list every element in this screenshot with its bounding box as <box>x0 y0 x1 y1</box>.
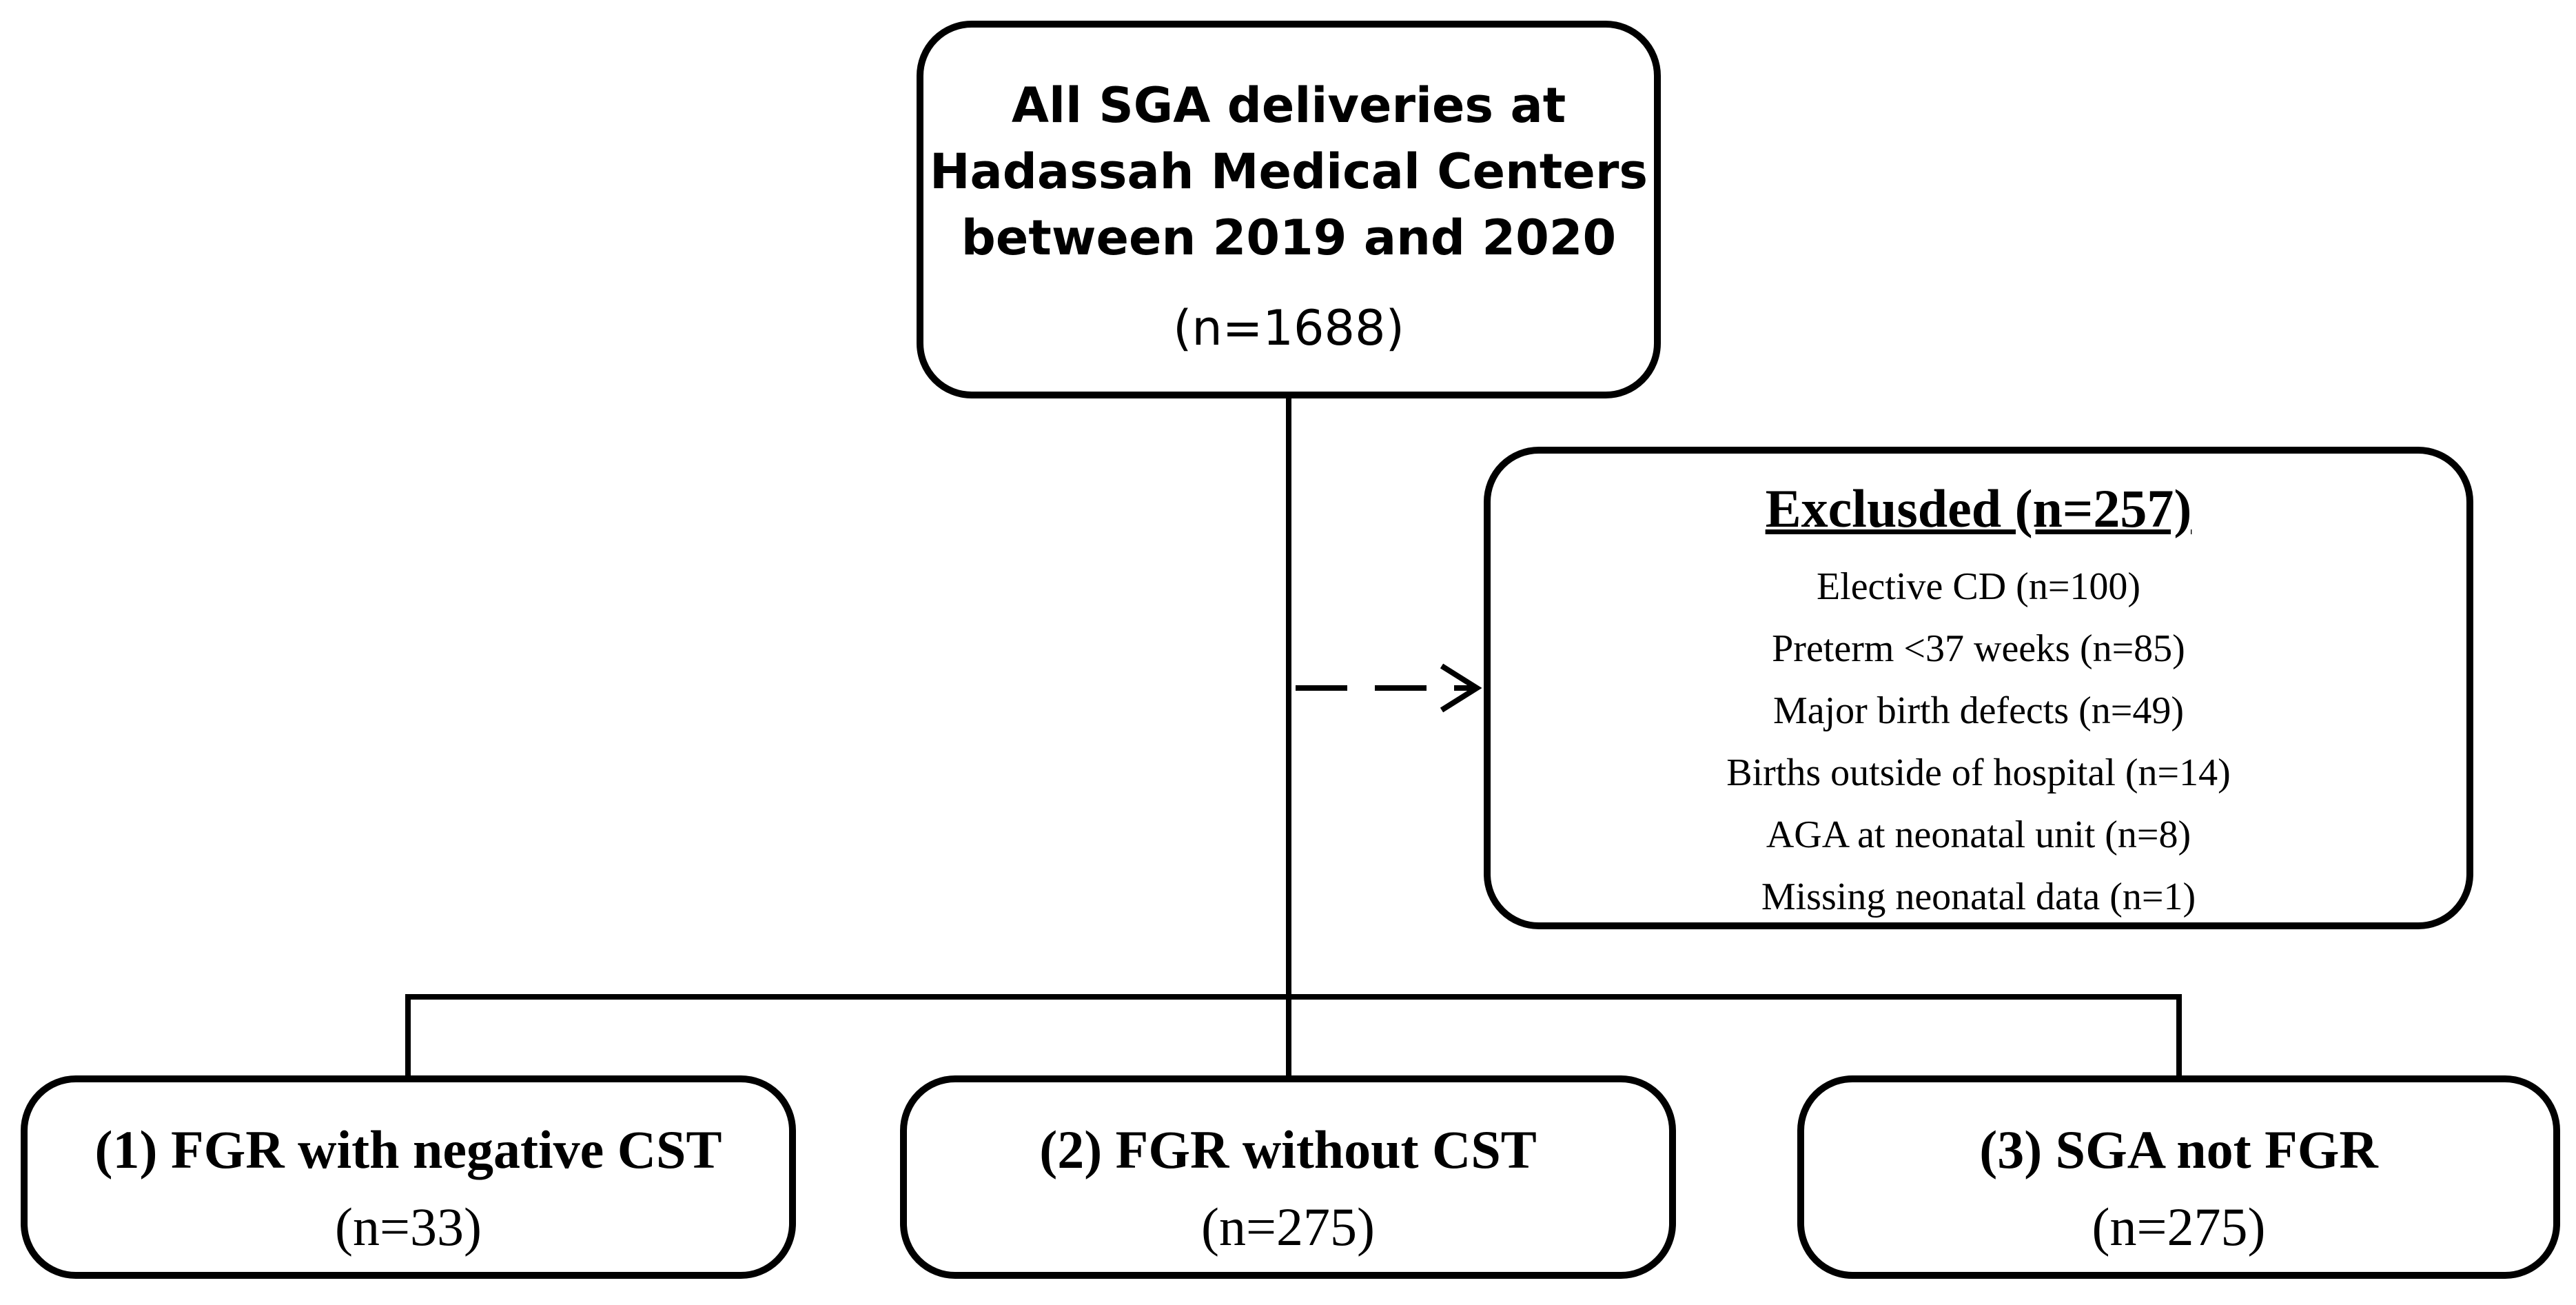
group-2-box: (2) FGR without CST (n=275) <box>900 1075 1676 1279</box>
group-3-label: (3) SGA not FGR <box>1979 1120 2378 1180</box>
group-1-box: (1) FGR with negative CST (n=33) <box>21 1075 796 1279</box>
excluded-title: Exclusded (n=257) <box>1765 478 2192 538</box>
exclusion-reason: AGA at neonatal unit (n=8) <box>1766 813 2191 856</box>
group-3-box: (3) SGA not FGR (n=275) <box>1797 1075 2560 1279</box>
exclusion-reasons-list: Elective CD (n=100) Preterm <37 weeks (n… <box>1491 556 2466 928</box>
exclusion-reason: Births outside of hospital (n=14) <box>1726 751 2231 794</box>
exclusion-arrowhead <box>1440 663 1482 713</box>
exclusion-reason: Elective CD (n=100) <box>1816 565 2141 608</box>
exclusion-reason: Missing neonatal data (n=1) <box>1761 876 2196 918</box>
exclusion-reason: Preterm <37 weeks (n=85) <box>1772 627 2185 670</box>
all-sga-deliveries-count: (n=1688) <box>1173 300 1404 356</box>
excluded-box: Exclusded (n=257) Elective CD (n=100) Pr… <box>1484 447 2473 929</box>
group-2-label: (2) FGR without CST <box>1039 1120 1537 1180</box>
exclusion-reason: Major birth defects (n=49) <box>1772 689 2185 732</box>
all-sga-deliveries-title: All SGA deliveries at Hadassah Medical C… <box>929 77 1648 266</box>
group-1-count: (n=33) <box>335 1197 482 1257</box>
group-2-count: (n=275) <box>1201 1197 1375 1257</box>
group-3-count: (n=275) <box>2092 1197 2266 1257</box>
group-1-label: (1) FGR with negative CST <box>94 1120 722 1180</box>
all-sga-deliveries-box: All SGA deliveries at Hadassah Medical C… <box>917 21 1661 398</box>
